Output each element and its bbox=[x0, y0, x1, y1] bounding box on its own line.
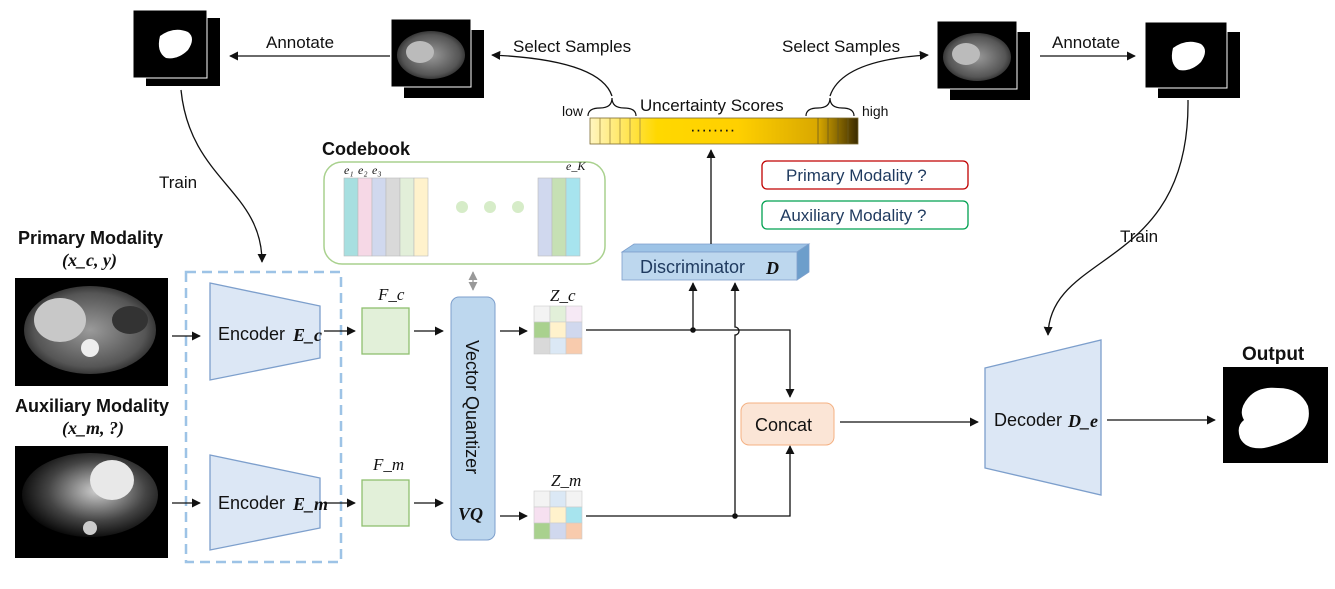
codebook-ellipsis-dot bbox=[484, 201, 496, 213]
train-right-label: Train bbox=[1120, 227, 1158, 246]
auxiliary-mr-image bbox=[15, 446, 168, 558]
decoder-symbol: D_e bbox=[1067, 411, 1098, 431]
encoder-m-symbol: E_m bbox=[292, 494, 328, 514]
uncertainty-title: Uncertainty Scores bbox=[640, 96, 784, 115]
encoder-c bbox=[209, 282, 321, 381]
vector-quantizer-block bbox=[450, 296, 496, 541]
encoder-m bbox=[209, 454, 321, 551]
codebook-ellipsis-dot bbox=[512, 201, 524, 213]
codebook-vectors-right bbox=[537, 177, 581, 257]
discriminator-label: Discriminator bbox=[640, 257, 745, 277]
e2-label: e₂ bbox=[358, 163, 368, 177]
low-label: low bbox=[562, 103, 584, 119]
zm-grid bbox=[533, 490, 583, 540]
output-mask bbox=[1223, 367, 1328, 463]
decoder-label: Decoder bbox=[994, 410, 1062, 430]
feature-map-fc bbox=[361, 307, 410, 355]
zm-label: Z_m bbox=[551, 471, 581, 490]
uncertainty-dots: ········ bbox=[690, 120, 735, 139]
zc-junction-dot bbox=[690, 327, 696, 333]
codebook-title: Codebook bbox=[322, 139, 411, 159]
feature-map-fm bbox=[361, 479, 410, 527]
fm-label: F_m bbox=[372, 455, 404, 474]
vq-text: Vector Quantizer bbox=[462, 340, 482, 474]
zc-connector bbox=[586, 329, 795, 398]
auxiliary-modality-question: Auxiliary Modality ? bbox=[780, 206, 926, 225]
e1-label: e₁ bbox=[344, 163, 354, 177]
primary-pair-label: (x_c, y) bbox=[62, 250, 117, 271]
ct-stack-left bbox=[390, 18, 484, 98]
zc-label: Z_c bbox=[550, 286, 576, 305]
high-label: high bbox=[862, 103, 888, 119]
ek-label: e_K bbox=[566, 159, 586, 173]
mask-stack-left bbox=[132, 9, 220, 86]
decoder-block bbox=[984, 339, 1102, 496]
encoder-c-label: Encoder bbox=[218, 324, 285, 344]
encoder-group-frame bbox=[184, 270, 343, 564]
output-title: Output bbox=[1242, 344, 1305, 365]
primary-modality-question-box bbox=[761, 160, 969, 190]
primary-ct-image bbox=[15, 278, 168, 386]
primary-modality-question: Primary Modality ? bbox=[786, 166, 927, 185]
auxiliary-pair-label: (x_m, ?) bbox=[62, 418, 124, 439]
ct-stack-right bbox=[936, 20, 1030, 100]
mask-stack-right bbox=[1144, 21, 1240, 98]
e3-label: e₃ bbox=[372, 163, 382, 177]
brace-low bbox=[587, 97, 637, 117]
annotate-right-label: Annotate bbox=[1052, 33, 1120, 52]
select-right-label: Select Samples bbox=[782, 37, 900, 56]
annotate-left-label: Annotate bbox=[266, 33, 334, 52]
encoder-m-label: Encoder bbox=[218, 493, 285, 513]
train-left-label: Train bbox=[159, 173, 197, 192]
codebook-vectors-left bbox=[343, 177, 429, 257]
fc-label: F_c bbox=[377, 285, 405, 304]
discriminator-block bbox=[620, 243, 811, 281]
codebook-ellipsis-dot bbox=[456, 201, 468, 213]
uncertainty-bar bbox=[589, 117, 859, 145]
vq-abbr: VQ bbox=[458, 504, 483, 524]
encoder-c-symbol: E_c bbox=[292, 325, 322, 345]
zm-junction-dot bbox=[732, 513, 738, 519]
discriminator-symbol: D bbox=[765, 258, 779, 278]
arrow-select-right bbox=[829, 50, 929, 97]
concat-label: Concat bbox=[755, 415, 812, 435]
brace-high bbox=[805, 97, 855, 117]
arrow-train-right bbox=[1043, 99, 1189, 336]
select-left-label: Select Samples bbox=[513, 37, 631, 56]
auxiliary-modality-label: Auxiliary Modality bbox=[15, 396, 169, 416]
arrow-train-left bbox=[180, 89, 267, 263]
zm-to-discriminator bbox=[730, 282, 740, 516]
zm-connector bbox=[586, 445, 795, 517]
zc-grid bbox=[533, 305, 583, 355]
primary-modality-label: Primary Modality bbox=[18, 228, 163, 248]
auxiliary-modality-question-box bbox=[761, 200, 969, 230]
concat-block bbox=[740, 402, 835, 446]
arrow-select-left bbox=[491, 50, 613, 97]
